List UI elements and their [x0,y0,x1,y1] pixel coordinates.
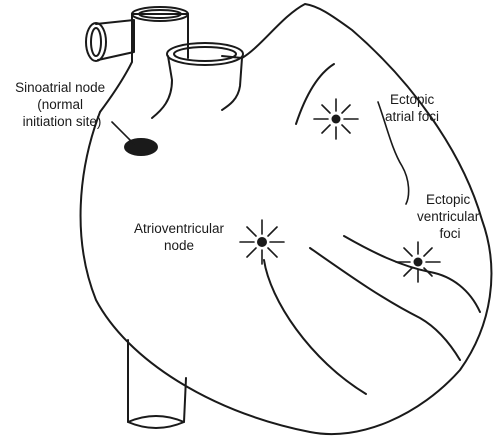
label-atrial-foci: Ectopic atrial foci [385,92,439,124]
pulmonary-branch [85,19,135,62]
label-ventricular-foci: Ectopic ventricular foci [417,192,483,241]
label-sa-node: Sinoatrial node (normal initiation site) [15,80,109,129]
inferior-vena-cava [127,339,187,429]
aorta [151,42,244,119]
atrium-boundary [295,63,335,125]
sa-node-pointer [111,121,135,145]
right-ventricle-line [309,247,461,361]
interventricular-septum [263,259,367,395]
ventricular-foci-starburst [395,241,441,283]
atrial-foci-starburst [313,98,359,140]
atrial-septum-line [377,101,410,205]
heart-outline [79,3,493,436]
av-node-starburst [239,219,285,265]
label-av-node: Atrioventricular node [134,221,228,253]
superior-vena-cava [99,6,189,113]
left-ventricle-line [343,235,481,313]
sa-node-marker [124,138,158,156]
